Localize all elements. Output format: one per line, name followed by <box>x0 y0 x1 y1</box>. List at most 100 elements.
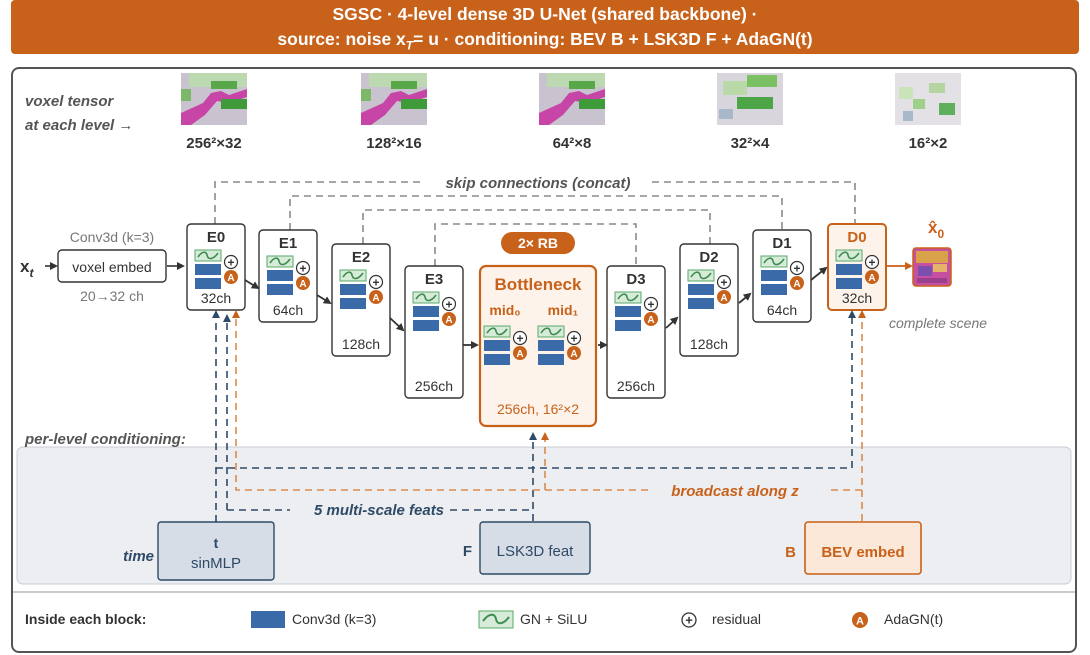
bottleneck-badge: 2× RB <box>501 232 575 254</box>
e2-conv-a <box>340 284 366 295</box>
skip-connections <box>214 181 856 266</box>
e1-adagn-icon: A <box>296 276 310 290</box>
d3-conv-a <box>615 306 641 317</box>
level-label-0: 256²×32 <box>186 135 241 152</box>
decoder-block-d3: D3 +A 256ch <box>606 265 666 399</box>
e1-gn-silu <box>266 255 294 268</box>
svg-text:A: A <box>856 616 864 628</box>
diagram-frame <box>11 67 1077 653</box>
d3-conv-b <box>615 320 641 331</box>
voxel-thumb-32 <box>717 73 783 125</box>
mid0-conv-b <box>484 354 510 365</box>
svg-text:+: + <box>516 332 523 346</box>
d3-name: D3 <box>626 271 645 288</box>
bev-name: BEV embed <box>821 544 904 561</box>
svg-text:+: + <box>372 276 379 290</box>
bottleneck-name: Bottleneck <box>495 275 582 294</box>
broadcast-label: broadcast along z <box>671 483 799 500</box>
svg-text:2× RB: 2× RB <box>518 235 558 251</box>
mid0-adagn-icon: A <box>513 346 527 360</box>
output-caption: complete scene <box>889 315 987 331</box>
d3-gn-silu <box>614 291 642 304</box>
e2-channels: 128ch <box>342 336 380 352</box>
d2-channels: 128ch <box>690 336 728 352</box>
d0-adagn-icon: A <box>865 270 879 284</box>
legend-title: Inside each block: <box>25 611 146 627</box>
d1-gn-silu <box>760 255 788 268</box>
e1-name: E1 <box>279 235 297 252</box>
e3-gn-silu <box>412 291 440 304</box>
level-label-3: 32²×4 <box>731 135 770 152</box>
d1-conv-b <box>761 284 787 295</box>
svg-text:+: + <box>720 276 727 290</box>
bev-side-label: B <box>785 544 796 561</box>
voxel-embed-label: voxel embed <box>72 259 151 275</box>
legend-gn-label: GN + SiLU <box>520 611 587 627</box>
title-banner: SGSC · 4-level dense 3D U-Net (shared ba… <box>11 0 1079 54</box>
svg-text:A: A <box>445 315 452 326</box>
d2-conv-a <box>688 284 714 295</box>
svg-text:+: + <box>299 262 306 276</box>
e3-channels: 256ch <box>415 378 453 394</box>
d3-residual-icon: + <box>643 296 659 312</box>
legend-gn-swatch <box>478 610 514 629</box>
mid0-gn-silu <box>483 325 511 338</box>
output-scene-thumb <box>912 247 952 287</box>
e1-conv-a <box>267 270 293 281</box>
voxel-thumb-64 <box>539 73 605 125</box>
conditioning-section-label: per-level conditioning: <box>24 431 186 448</box>
e0-gn-silu <box>194 249 222 262</box>
time-name: sinMLP <box>191 555 241 572</box>
svg-text:+: + <box>793 262 800 276</box>
input-symbol: xt <box>20 257 34 280</box>
e1-channels: 64ch <box>273 302 303 318</box>
lsk-name: LSK3D feat <box>497 543 575 560</box>
e0-residual-icon: + <box>223 254 239 270</box>
svg-text:A: A <box>516 349 523 360</box>
d1-name: D1 <box>772 235 791 252</box>
svg-text:A: A <box>570 349 577 360</box>
lsk-side-label: F <box>463 543 472 560</box>
d1-residual-icon: + <box>789 260 805 276</box>
mid1-conv-b <box>538 354 564 365</box>
svg-text:+: + <box>868 256 875 270</box>
mid1-residual-icon: + <box>566 330 582 346</box>
legend-adagn-icon: A <box>852 612 868 628</box>
svg-text:A: A <box>372 293 379 304</box>
e1-residual-icon: + <box>295 260 311 276</box>
bev-box <box>804 521 922 575</box>
title-line-1: SGSC · 4-level dense 3D U-Net (shared ba… <box>332 4 758 24</box>
svg-text:A: A <box>299 279 306 290</box>
voxel-row-label-2: at each level → <box>25 117 133 134</box>
e3-adagn-icon: A <box>442 312 456 326</box>
time-conditioning-lines <box>212 310 856 522</box>
d3-adagn-icon: A <box>644 312 658 326</box>
input-conv-label: Conv3d (k=3) <box>70 229 154 245</box>
d0-residual-icon: + <box>864 254 880 270</box>
mid1-conv-a <box>538 340 564 351</box>
d3-channels: 256ch <box>617 378 655 394</box>
level-label-2: 64²×8 <box>553 135 592 152</box>
legend-conv-swatch <box>251 611 285 628</box>
d0-gn-silu <box>835 249 863 262</box>
skip-connections-label: skip connections (concat) <box>445 175 630 192</box>
d2-gn-silu <box>687 269 715 282</box>
e0-conv-a <box>195 264 221 275</box>
voxel-thumb-16 <box>895 73 961 125</box>
mid1-gn-silu <box>537 325 565 338</box>
d0-name: D0 <box>847 229 866 246</box>
encoder-block-e1: E1+ A 64ch <box>258 229 318 323</box>
legend-conv-label: Conv3d (k=3) <box>292 611 376 627</box>
d2-residual-icon: + <box>716 274 732 290</box>
bottleneck-info: 256ch, 16²×2 <box>497 401 579 417</box>
d0-channels: 32ch <box>842 290 872 306</box>
voxel-row-label-1: voxel tensor <box>25 93 115 110</box>
mid1-adagn-icon: A <box>567 346 581 360</box>
level-label-4: 16²×2 <box>909 135 948 152</box>
bottleneck-mid0: mid₀ <box>489 302 520 318</box>
